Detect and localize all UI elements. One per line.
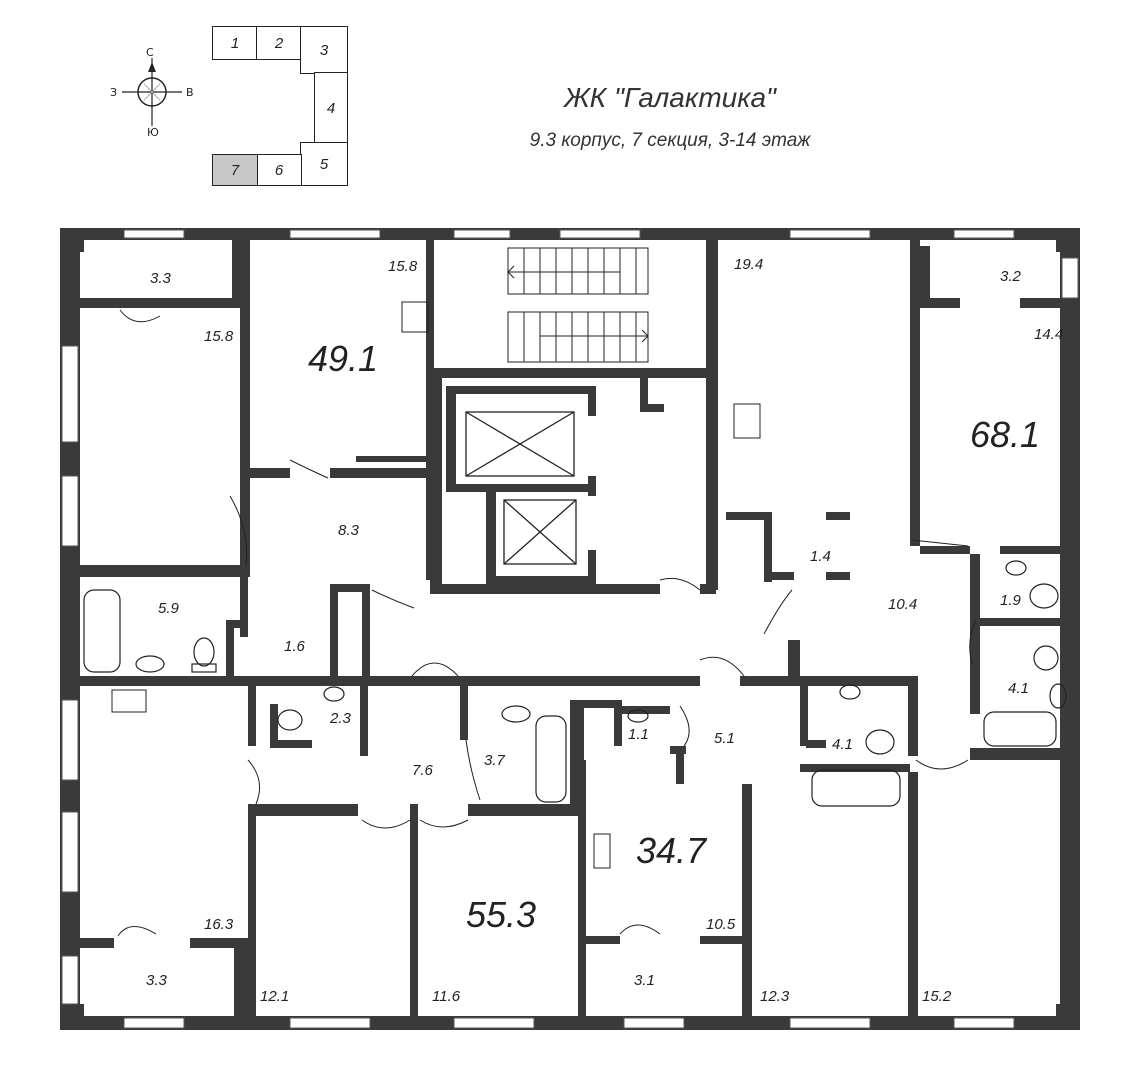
room-area: 19.4	[734, 256, 764, 273]
room-area: 3.3	[146, 972, 167, 989]
room-area: 10.5	[706, 916, 736, 933]
compass-north: С	[146, 46, 154, 59]
room-area: 15.2	[922, 988, 952, 1005]
room-area: 8.3	[338, 522, 359, 539]
room-area: 11.6	[432, 988, 461, 1005]
compass-east: В	[186, 86, 194, 99]
apartment-area-49: 49.1	[308, 338, 379, 379]
room-area: 4.1	[1008, 680, 1029, 697]
key-section-5: 5	[300, 142, 348, 186]
room-area: 5.9	[158, 600, 179, 617]
section-key-map: 1 2 3 4 5 6 7	[210, 24, 350, 188]
room-area: 3.1	[634, 972, 655, 989]
room-area: 3.7	[484, 752, 505, 769]
elevator-shafts	[465, 411, 577, 565]
room-area: 3.3	[150, 270, 171, 287]
room-area: 4.1	[832, 736, 853, 753]
key-section-6: 6	[256, 154, 302, 186]
compass-icon	[122, 58, 182, 126]
room-area: 7.6	[412, 762, 433, 779]
room-area: 3.2	[1000, 268, 1021, 285]
room-area: 1.6	[284, 638, 305, 655]
room-area: 2.3	[330, 710, 351, 727]
outer-walls	[60, 228, 1080, 1030]
room-area: 12.1	[260, 988, 290, 1005]
key-section-3: 3	[300, 26, 348, 74]
building-subtitle: 9.3 корпус, 7 секция, 3-14 этаж	[529, 130, 811, 151]
room-area: 1.4	[810, 548, 831, 565]
plumbing-fixtures	[83, 560, 1067, 807]
room-area: 15.8	[388, 258, 418, 275]
room-area: 16.3	[204, 916, 234, 933]
interior-walls	[80, 240, 1060, 1018]
windows	[61, 229, 1079, 1029]
complex-title: ЖК "Галактика"	[564, 82, 776, 113]
stove-icons	[111, 301, 761, 869]
room-area: 5.1	[714, 730, 735, 747]
doors	[117, 309, 977, 937]
key-section-1: 1	[212, 26, 258, 60]
apartment-area-68: 68.1	[970, 414, 1041, 455]
room-area: 1.1	[628, 726, 649, 743]
compass-rose: С Ю З В	[106, 42, 198, 142]
compass-west: З	[110, 86, 118, 99]
room-area: 14.4	[1034, 326, 1064, 343]
apartment-area-35: 34.7	[636, 830, 707, 871]
room-area: 12.3	[760, 988, 790, 1005]
room-area: 1.9	[1000, 592, 1021, 609]
apartment-area-55: 55.3	[466, 894, 537, 935]
key-section-2: 2	[256, 26, 302, 60]
room-area: 15.8	[204, 328, 234, 345]
staircase	[507, 247, 649, 363]
room-area: 10.4	[888, 596, 918, 613]
compass-south: Ю	[147, 126, 159, 139]
key-section-7: 7	[212, 154, 258, 186]
